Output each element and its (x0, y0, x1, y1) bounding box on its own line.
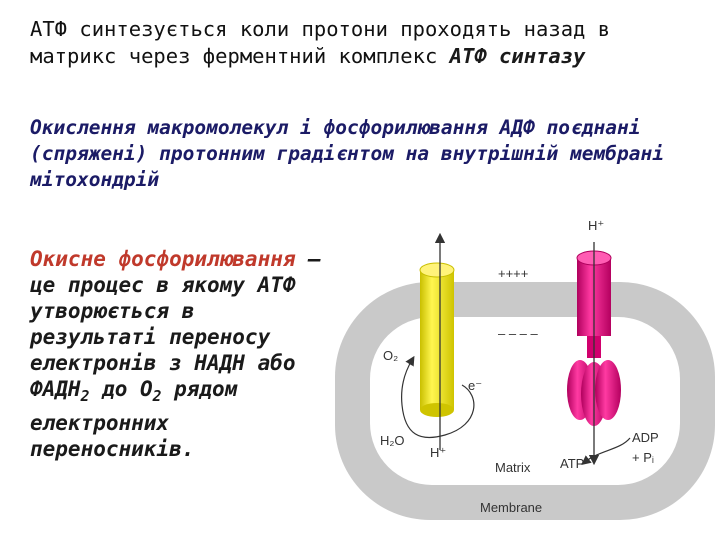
label-h-plus: H⁺ (430, 445, 446, 460)
label-matrix: Matrix (495, 460, 531, 475)
label-h-top: H⁺ (588, 218, 604, 233)
definition-part-a: це процес в якому АТФ утворюється в резу… (30, 273, 296, 401)
electron-flow-arrow (401, 355, 475, 439)
mitochondria-membrane-diagram: H⁺ ++++ – – – – O₂ e⁻ H₂O H⁺ Matrix ATP … (335, 218, 715, 520)
electron-transport-complex (419, 262, 455, 417)
paragraph-atp-synthesis: АТФ синтезується коли протони проходять … (30, 16, 700, 70)
label-membrane: Membrane (480, 500, 542, 515)
subscript-o2: 2 (152, 388, 162, 406)
paragraph-coupling: Окислення макромолекул і фосфорилювання … (30, 116, 664, 191)
atp-synthase-term: АТФ синтазу (449, 44, 586, 68)
label-plus-signs: ++++ (498, 266, 528, 281)
definition-part-c: рядом електронних переносників. (30, 377, 238, 462)
label-pi: + Pᵢ (632, 450, 654, 465)
label-h2o: H₂O (380, 433, 405, 448)
subscript-fadh2: 2 (80, 388, 90, 406)
atp-formation-arrow (581, 437, 631, 465)
paragraph-oxidative-phosphorylation: Окисне фосфорилювання – це процес в яком… (30, 246, 330, 462)
label-adp: ADP (632, 430, 659, 445)
term-oxidative-phosphorylation: Окисне фосфорилювання (30, 247, 296, 271)
label-atp: ATP (560, 456, 584, 471)
label-e-minus: e⁻ (468, 378, 482, 393)
definition-dash: – (295, 247, 321, 271)
definition-part-b: до О (89, 377, 153, 401)
paragraph-atp-synthesis-text: АТФ синтезується коли протони проходять … (30, 17, 611, 68)
label-minus-signs: – – – – (498, 326, 539, 341)
label-o2: O₂ (383, 348, 398, 363)
